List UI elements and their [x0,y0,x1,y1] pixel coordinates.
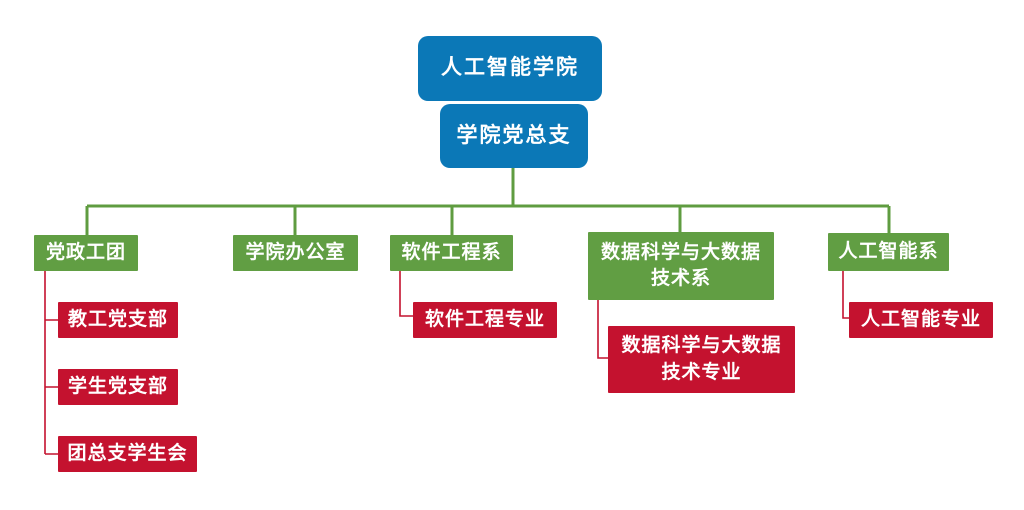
node-party-branch: 学院党总支 [440,104,588,168]
node-dept-college-office: 学院办公室 [233,235,358,271]
node-software-engineering-program: 软件工程专业 [413,302,557,338]
green-tree-connector [85,168,891,237]
node-college-root: 人工智能学院 [418,36,602,101]
node-youth-league-student-union: 团总支学生会 [58,436,197,472]
node-faculty-party-branch: 教工党支部 [58,302,178,338]
node-data-science-program: 数据科学与大数据 技术专业 [608,326,795,393]
node-dept-party-admin: 党政工团 [34,235,138,271]
node-student-party-branch: 学生党支部 [58,369,178,405]
node-dept-data-science: 数据科学与大数据 技术系 [588,232,774,300]
node-dept-artificial-intelligence: 人工智能系 [828,233,949,271]
red-sub-connectors [44,271,849,455]
node-artificial-intelligence-program: 人工智能专业 [849,302,993,338]
node-dept-software-engineering: 软件工程系 [390,235,513,271]
